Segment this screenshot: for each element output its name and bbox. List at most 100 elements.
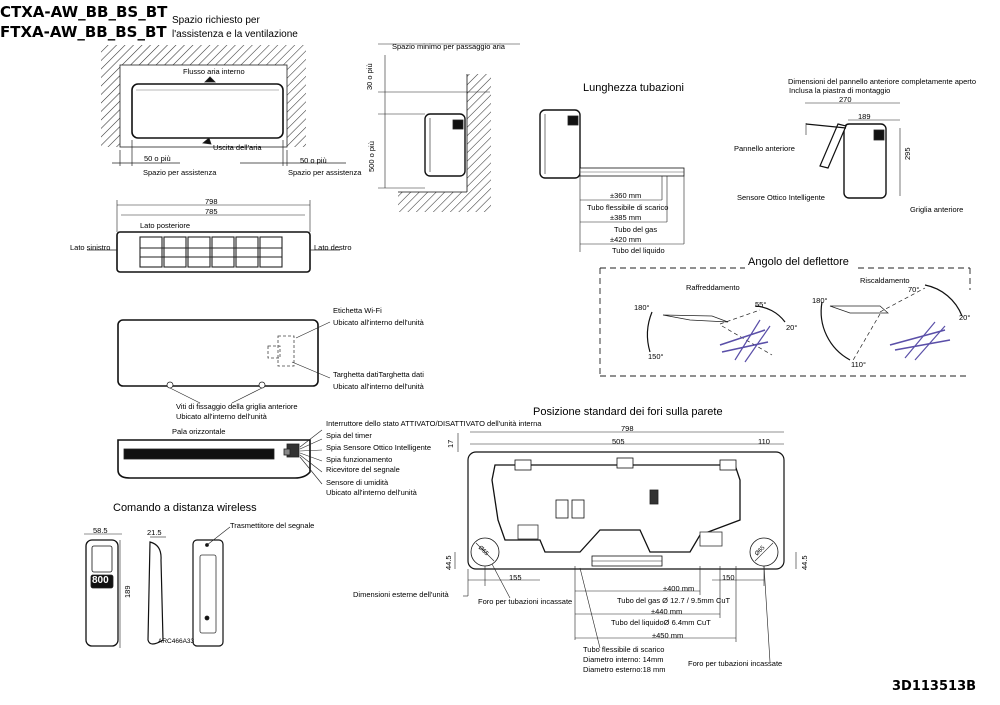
panel-subtitle: Inclusa la piastra di montaggio — [789, 86, 891, 95]
heating-angle-low: 110° — [851, 360, 866, 369]
gas-label: Tubo del gas — [614, 225, 658, 234]
deflector-box — [599, 267, 971, 377]
front-clearance-label: 500 o più — [367, 141, 376, 172]
wall-overall: 798 — [621, 424, 634, 433]
nameplate-label: Targhetta datiTarghetta dati — [333, 370, 424, 379]
liquid-pipe-spec: Tubo del liquidoØ 6.4mm CuT — [611, 618, 711, 627]
wifi-label: Etichetta Wi-Fi — [333, 306, 382, 315]
gas-pipe-spec: Tubo del gas Ø 12.7 / 9.5mm CuT — [617, 596, 731, 605]
air-in-label: Flusso aria interno — [183, 67, 245, 76]
right-side-label: Lato destro — [314, 243, 352, 252]
service-right-label: Spazio per assistenza — [288, 168, 362, 177]
service-left-label: Spazio per assistenza — [143, 168, 217, 177]
heating-angle-left: 180° — [812, 296, 828, 305]
pipe-length-450: ±450 mm — [652, 631, 684, 640]
model-name-1: CTXA-AW_BB_BS_BT — [0, 3, 168, 21]
rear-side-label: Lato posteriore — [140, 221, 191, 230]
remote-depth: 21.5 — [147, 528, 162, 537]
hole-left-height: 44.5 — [444, 555, 453, 570]
cooling-angle-right: 20° — [786, 323, 798, 332]
humidity-label: Sensore di umidità — [326, 478, 389, 487]
nameplate-location: Ubicato all'interno dell'unità — [333, 382, 424, 391]
min-right-label: 50 o più — [300, 156, 327, 165]
receiver-label: Ricevitore del segnale — [326, 465, 400, 474]
wall-left-height: 17 — [446, 439, 455, 448]
deflector-title: Angolo del deflettore — [748, 256, 849, 268]
timer-lamp-label: Spia del timer — [326, 431, 372, 440]
wall-right-span: 110 — [758, 437, 770, 446]
min-airflow-title: Spazio minimo per passaggio aria — [392, 42, 505, 51]
hole-right-offset: 150 — [722, 573, 735, 582]
hole-left-offset: 155 — [509, 573, 522, 582]
air-out-label: Uscita dell'aria — [213, 143, 262, 152]
drain-inner-diameter: Diametro interno: 14mm — [583, 655, 664, 664]
pipe-length-440: ±440 mm — [651, 607, 683, 616]
top-clearance-label: 30 o più — [365, 63, 374, 90]
front-panel-label: Pannello anteriore — [734, 144, 795, 153]
screws-location: Ubicato all'interno dell'unità — [176, 412, 267, 421]
humidity-location: Ubicato all'interno dell'unità — [326, 488, 417, 497]
panel-title: Dimensioni del pannello anteriore comple… — [788, 77, 977, 86]
hole-right-height: 44.5 — [800, 555, 809, 570]
side-clearance — [378, 43, 520, 212]
liquid-label: Tubo del liquido — [612, 246, 665, 255]
hole-label-right: Foro per tubazioni incassate — [688, 659, 783, 668]
piping-drawing — [539, 109, 685, 252]
drain-length: ±360 mm — [610, 191, 642, 200]
panel-dim-height: 295 — [903, 147, 912, 160]
drain-hose-label: Tubo flessibile di scarico — [583, 645, 665, 654]
drain-outer-diameter: Diametro esterno:18 mm — [583, 665, 666, 674]
heating-angle-right: 20° — [959, 313, 971, 322]
remote-title: Comando a distanza wireless — [113, 502, 257, 514]
hole-label-left: Foro per tubazioni incassate — [478, 597, 573, 606]
heating-angles — [820, 284, 963, 363]
screws-label: Viti di fissaggio della griglia anterior… — [176, 402, 298, 411]
wall-left-span: 505 — [612, 437, 625, 446]
min-left-label: 50 o più — [144, 154, 171, 163]
liquid-length: ±420 mm — [610, 235, 642, 244]
heating-angle-up: 70° — [908, 285, 920, 294]
wifi-location: Ubicato all'interno dell'unità — [333, 318, 424, 327]
front-labels-drawing — [117, 319, 331, 404]
top-view — [87, 200, 340, 273]
document-code: 3D113513B — [892, 679, 977, 694]
transmitter-label: Trasmettitore del segnale — [230, 521, 315, 530]
panel-dim-overall: 270 — [839, 95, 852, 104]
model-name-2: FTXA-AW_BB_BS_BT — [0, 23, 167, 41]
open-panel-drawing — [805, 102, 901, 199]
outline-label: Dimensioni esterne dell'unità — [353, 590, 449, 599]
remote-display-text: 800 — [92, 575, 109, 586]
front-grille-label: Griglia anteriore — [910, 205, 964, 214]
drain-label: Tubo flessibile di scarico — [587, 203, 669, 212]
bottom-view — [117, 429, 323, 485]
cooling-angle-left: 180° — [634, 303, 650, 312]
left-side-label: Lato sinistro — [70, 243, 111, 252]
wall-holes-title: Posizione standard dei fori sulla parete — [533, 406, 723, 418]
piping-title: Lunghezza tubazioni — [583, 82, 684, 94]
cooling-label: Raffreddamento — [686, 283, 740, 292]
sensor-lamp-label: Spia Sensore Ottico Intelligente — [326, 443, 432, 452]
gas-length: ±385 mm — [610, 213, 642, 222]
cooling-angles — [646, 305, 786, 363]
pipe-length-400: ±400 mm — [663, 584, 695, 593]
remote-height: 189 — [123, 585, 132, 598]
service-space-title: Spazio richiesto per — [172, 15, 260, 26]
cooling-angle-low: 150° — [648, 352, 664, 361]
remote-model-label: ARC466A33 — [158, 638, 195, 645]
wall-plate-drawing — [454, 431, 797, 663]
heating-label: Riscaldamento — [860, 276, 910, 285]
remote-width: 58.5 — [93, 526, 108, 535]
front-view-unit — [131, 76, 284, 145]
panel-dim-depth: 189 — [858, 112, 871, 121]
service-space-subtitle: l'assistenza e la ventilazione — [172, 29, 298, 40]
top-width-outer: 798 — [205, 197, 218, 206]
remote-drawing — [84, 526, 231, 648]
front-view-dims — [112, 140, 346, 166]
switch-label: Interruttore dello stato ATTIVATO/DISATT… — [326, 419, 542, 428]
flap-label: Pala orizzontale — [172, 427, 226, 436]
cooling-angle-up: 55° — [755, 300, 767, 309]
operation-lamp-label: Spia funzionamento — [326, 455, 393, 464]
top-width-inner: 785 — [205, 207, 218, 216]
